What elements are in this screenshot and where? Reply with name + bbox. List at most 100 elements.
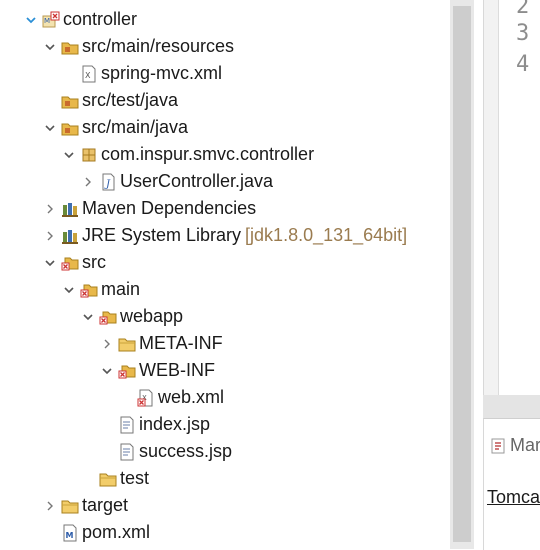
chevron-down-icon[interactable] bbox=[100, 361, 114, 381]
folder-icon bbox=[99, 470, 117, 488]
folder-icon bbox=[118, 335, 136, 353]
tree-item[interactable]: src/test/java bbox=[43, 87, 178, 114]
tree-item-label: UserController.java bbox=[120, 171, 274, 191]
tree-spacer bbox=[43, 91, 57, 111]
error-folder-icon bbox=[118, 362, 136, 380]
tree-item[interactable]: src/main/java bbox=[43, 114, 188, 141]
line-number: 4 bbox=[516, 52, 530, 77]
package-icon bbox=[80, 146, 98, 164]
tree-item[interactable]: src bbox=[43, 249, 106, 276]
svg-text:M: M bbox=[66, 531, 74, 540]
pom-file-icon: M bbox=[61, 524, 79, 542]
panel-tab-label: Mar bbox=[510, 435, 540, 455]
chevron-down-icon[interactable] bbox=[62, 280, 76, 300]
chevron-right-icon[interactable] bbox=[81, 172, 95, 192]
error-folder-icon bbox=[80, 281, 98, 299]
tree-item-label: spring-mvc.xml bbox=[101, 63, 223, 83]
tree-item-label: WEB-INF bbox=[139, 360, 215, 380]
tree-item[interactable]: test bbox=[81, 465, 149, 492]
tree-item[interactable]: JRE System Library[jdk1.8.0_131_64bit] bbox=[43, 222, 407, 249]
chevron-right-icon[interactable] bbox=[100, 334, 114, 354]
chevron-down-icon[interactable] bbox=[62, 145, 76, 165]
tree-spacer bbox=[100, 415, 114, 435]
svg-text:X: X bbox=[85, 71, 91, 80]
jsp-file-icon bbox=[118, 443, 136, 461]
library-icon bbox=[61, 227, 79, 245]
tree-item[interactable]: J UserController.java bbox=[81, 168, 273, 195]
tree-item-label: pom.xml bbox=[82, 522, 151, 542]
tree-item-label: com.inspur.smvc.controller bbox=[101, 144, 315, 164]
tree-spacer bbox=[43, 523, 57, 543]
library-icon bbox=[61, 200, 79, 218]
svg-text:M: M bbox=[44, 17, 50, 25]
server-link[interactable]: Tomca bbox=[487, 487, 540, 507]
tree-item[interactable]: Maven Dependencies bbox=[43, 195, 256, 222]
tree-item-label: web.xml bbox=[158, 387, 225, 407]
panel-tab-markers[interactable]: Mar bbox=[489, 435, 540, 456]
tree-item-label: main bbox=[101, 279, 141, 299]
error-folder-icon bbox=[99, 308, 117, 326]
tree-item[interactable]: src/main/resources bbox=[43, 33, 234, 60]
markers-icon bbox=[489, 437, 507, 455]
tree-item-label: test bbox=[120, 468, 150, 488]
panel-splitter[interactable] bbox=[483, 395, 540, 418]
tree-item[interactable]: com.inspur.smvc.controller bbox=[62, 141, 314, 168]
chevron-right-icon[interactable] bbox=[43, 199, 57, 219]
chevron-down-icon[interactable] bbox=[24, 10, 38, 30]
java-file-icon: J bbox=[99, 173, 117, 191]
tree-item[interactable]: success.jsp bbox=[100, 438, 232, 465]
maven-project-icon: M bbox=[42, 11, 60, 29]
chevron-down-icon[interactable] bbox=[43, 37, 57, 57]
vertical-scrollbar[interactable] bbox=[450, 0, 474, 549]
error-folder-icon bbox=[61, 254, 79, 272]
editor-area[interactable]: 2 3 4 bbox=[483, 0, 540, 395]
tree-item-label: src/test/java bbox=[82, 90, 179, 110]
tree-item-label: controller bbox=[63, 9, 138, 29]
jsp-file-icon bbox=[118, 416, 136, 434]
chevron-down-icon[interactable] bbox=[81, 307, 95, 327]
tree-item-label: success.jsp bbox=[139, 441, 233, 461]
tree-item-label: JRE System Library bbox=[82, 225, 242, 245]
tree-spacer bbox=[119, 388, 133, 408]
tree-item[interactable]: main bbox=[62, 276, 140, 303]
tree-item-label: Maven Dependencies bbox=[82, 198, 257, 218]
chevron-right-icon[interactable] bbox=[43, 496, 57, 516]
tree-item-label: index.jsp bbox=[139, 414, 211, 434]
tree-spacer bbox=[81, 469, 95, 489]
tree-item[interactable]: target bbox=[43, 492, 128, 519]
source-folder-icon bbox=[61, 119, 79, 137]
line-number: 3 bbox=[516, 21, 530, 46]
tree-spacer bbox=[62, 64, 76, 84]
source-folder-icon bbox=[61, 92, 79, 110]
tree-item-label: src/main/resources bbox=[82, 36, 235, 56]
tree-item[interactable]: WEB-INF bbox=[100, 357, 215, 384]
svg-text:X: X bbox=[142, 394, 147, 402]
tree-item[interactable]: index.jsp bbox=[100, 411, 210, 438]
xml-file-icon: X bbox=[80, 65, 98, 83]
scrollbar-thumb[interactable] bbox=[453, 6, 471, 542]
bottom-panel: Mar Tomca bbox=[483, 418, 540, 550]
source-folder-icon bbox=[61, 38, 79, 56]
chevron-right-icon[interactable] bbox=[43, 226, 57, 246]
tree-item-label: src bbox=[82, 252, 106, 272]
tree-item[interactable]: webapp bbox=[81, 303, 183, 330]
tree-item-label: webapp bbox=[120, 306, 184, 326]
tree-item-label: target bbox=[82, 495, 129, 515]
tree-item-label: src/main/java bbox=[82, 117, 189, 137]
tree-item-decoration: [jdk1.8.0_131_64bit] bbox=[245, 225, 408, 245]
line-number: 2 bbox=[516, 0, 530, 19]
tree-spacer bbox=[100, 442, 114, 462]
xml-error-file-icon: X bbox=[137, 389, 155, 407]
folder-icon bbox=[61, 497, 79, 515]
chevron-down-icon[interactable] bbox=[43, 253, 57, 273]
chevron-down-icon[interactable] bbox=[43, 118, 57, 138]
tree-item[interactable]: META-INF bbox=[100, 330, 223, 357]
editor-text[interactable] bbox=[498, 0, 540, 395]
tree-item-label: META-INF bbox=[139, 333, 223, 353]
svg-text:J: J bbox=[104, 179, 111, 190]
